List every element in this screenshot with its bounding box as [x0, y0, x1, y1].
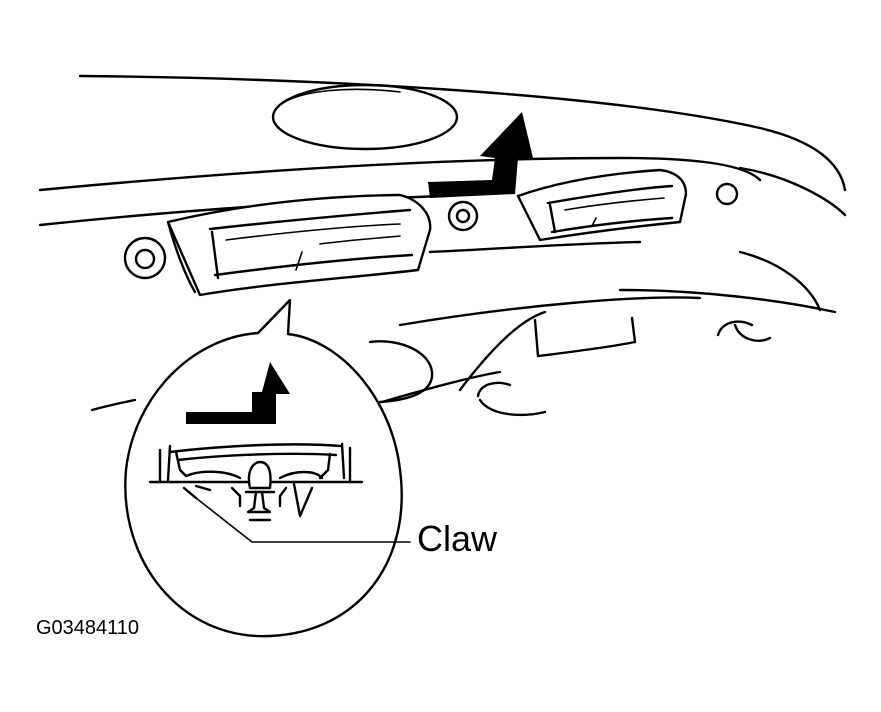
speaker-grille	[271, 83, 459, 151]
right-knob	[715, 182, 739, 206]
center-knob	[447, 200, 479, 232]
lower-panel-curves	[368, 316, 772, 417]
arrow-up-right-icon	[428, 112, 533, 198]
vent-cross-section	[148, 442, 364, 522]
right-vent	[516, 168, 688, 242]
claw-leader-line	[195, 497, 411, 543]
dashboard-outline	[38, 74, 847, 412]
figure-id: G03484110	[36, 617, 140, 639]
left-vent	[166, 193, 432, 297]
magnified-inset	[124, 298, 411, 638]
claw-label: Claw	[417, 518, 498, 559]
left-knob	[123, 236, 167, 280]
arrow-up-right-icon	[186, 362, 290, 424]
